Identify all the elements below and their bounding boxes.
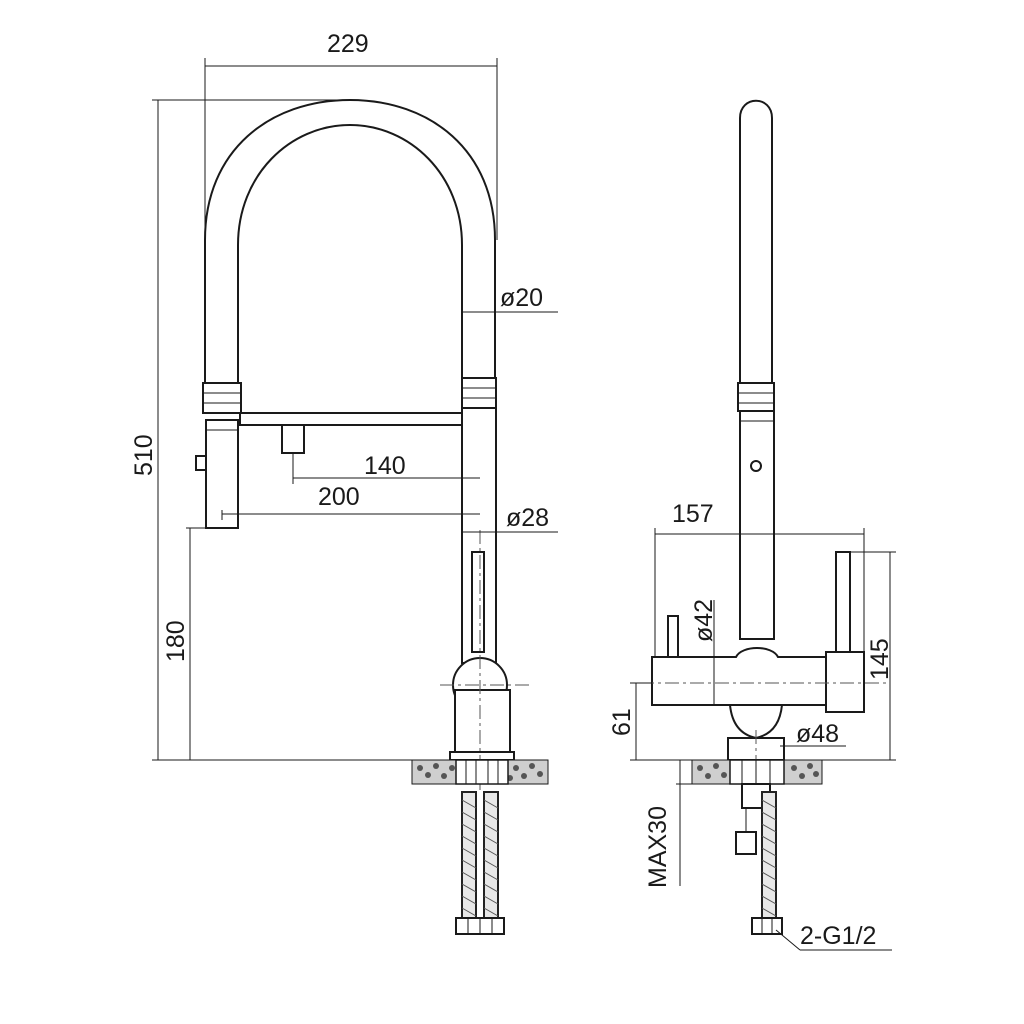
body-collar [461, 377, 497, 409]
side-countertop-section [691, 759, 823, 785]
label-d42: ø42 [690, 599, 718, 642]
label-180: 180 [162, 620, 190, 662]
label-d48: ø48 [796, 720, 839, 748]
label-d28: ø28 [506, 504, 549, 532]
spout-arch-outer [204, 98, 496, 385]
holder-arm [239, 412, 469, 426]
supply-hose-right [483, 791, 499, 921]
side-handle [825, 651, 865, 713]
spray-collar [202, 382, 242, 414]
label-140: 140 [364, 452, 406, 480]
side-spout [739, 99, 773, 383]
side-dimensions [630, 528, 896, 951]
label-145: 145 [866, 638, 894, 680]
countertop-section [411, 759, 549, 785]
label-d20: ø20 [500, 284, 543, 312]
label-200: 200 [318, 483, 360, 511]
label-510: 510 [130, 434, 158, 476]
label-157: 157 [672, 500, 714, 528]
front-view: 229 510 180 140 200 ø20 ø28 [130, 30, 558, 935]
supply-hose-left [461, 791, 477, 921]
side-view: 157 ø42 145 61 ø48 MAX30 2-G1/2 [608, 99, 896, 951]
label-connection: 2-G1/2 [800, 922, 876, 950]
label-max30: MAX30 [644, 806, 672, 888]
front-dimensions [152, 58, 558, 761]
label-229: 229 [327, 30, 369, 58]
side-body [739, 410, 775, 640]
spout-arch-inner [237, 123, 463, 385]
side-supply-hose [761, 791, 777, 921]
label-61: 61 [608, 708, 636, 736]
